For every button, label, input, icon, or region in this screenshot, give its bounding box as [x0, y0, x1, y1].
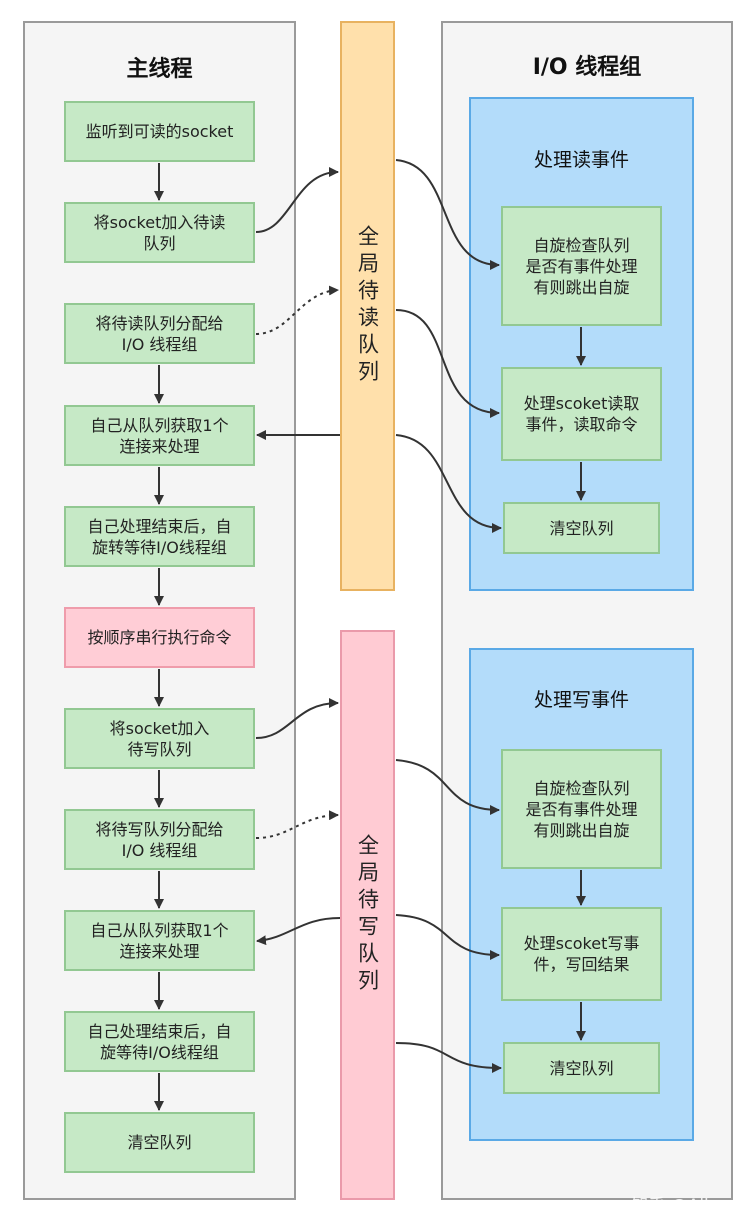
io-read-clear-queue: 清空队列 — [503, 502, 660, 554]
arrow-assign-write-queue — [255, 810, 339, 839]
io-read-spin-check: 自旋检查队列 是否有事件处理 有则跳出自旋 — [501, 206, 662, 326]
step-assign-read-queue: 将待读队列分配给 I/O 线程组 — [64, 303, 255, 364]
io-write-spin-check: 自旋检查队列 是否有事件处理 有则跳出自旋 — [501, 749, 662, 869]
arrow-write-queue-to-process — [395, 914, 500, 960]
arrow-read-queue-to-clear — [395, 434, 502, 533]
io-read-process-socket: 处理scoket读取 事件，读取命令 — [501, 367, 662, 461]
arrow-add-to-read-queue — [255, 167, 339, 233]
step-main-handle-write-connection: 自己从队列获取1个 连接来处理 — [64, 910, 255, 971]
arrow-main-fetch-write — [256, 917, 341, 946]
step-add-to-read-queue: 将socket加入待读 队列 — [64, 202, 255, 263]
arrow-write-queue-to-spin — [395, 759, 500, 815]
arrow-add-to-write-queue — [255, 698, 339, 739]
step-clear-queue-main: 清空队列 — [64, 1112, 255, 1173]
arrow-assign-read-queue — [255, 285, 339, 335]
read-event-group-title: 处理读事件 — [533, 149, 629, 171]
watermark: 知乎 @Allen — [631, 1196, 730, 1216]
global-read-queue-label: 全局待读队列 — [355, 225, 380, 387]
arrow-write-queue-to-clear — [395, 1042, 502, 1073]
arrow-read-queue-to-process — [395, 309, 500, 418]
io-write-process-socket: 处理scoket写事 件，写回结果 — [501, 907, 662, 1001]
step-listen-readable-socket: 监听到可读的socket — [64, 101, 255, 162]
global-write-queue: 全局待写队列 — [340, 630, 395, 1200]
main-thread-title: 主线程 — [126, 57, 193, 82]
step-spin-wait-read: 自己处理结束后，自 旋转等待I/O线程组 — [64, 506, 255, 567]
write-event-group-title: 处理写事件 — [533, 689, 629, 711]
step-main-handle-read-connection: 自己从队列获取1个 连接来处理 — [64, 405, 255, 466]
global-read-queue: 全局待读队列 — [340, 21, 395, 591]
io-thread-title: I/O 线程组 — [532, 55, 642, 80]
step-add-to-write-queue: 将socket加入 待写队列 — [64, 708, 255, 769]
arrow-read-queue-to-spin — [395, 159, 500, 270]
global-write-queue-label: 全局待写队列 — [355, 834, 380, 996]
step-assign-write-queue: 将待写队列分配给 I/O 线程组 — [64, 809, 255, 870]
step-execute-commands-serially: 按顺序串行执行命令 — [64, 607, 255, 668]
step-spin-wait-write: 自己处理结束后，自 旋等待I/O线程组 — [64, 1011, 255, 1072]
io-write-clear-queue: 清空队列 — [503, 1042, 660, 1094]
